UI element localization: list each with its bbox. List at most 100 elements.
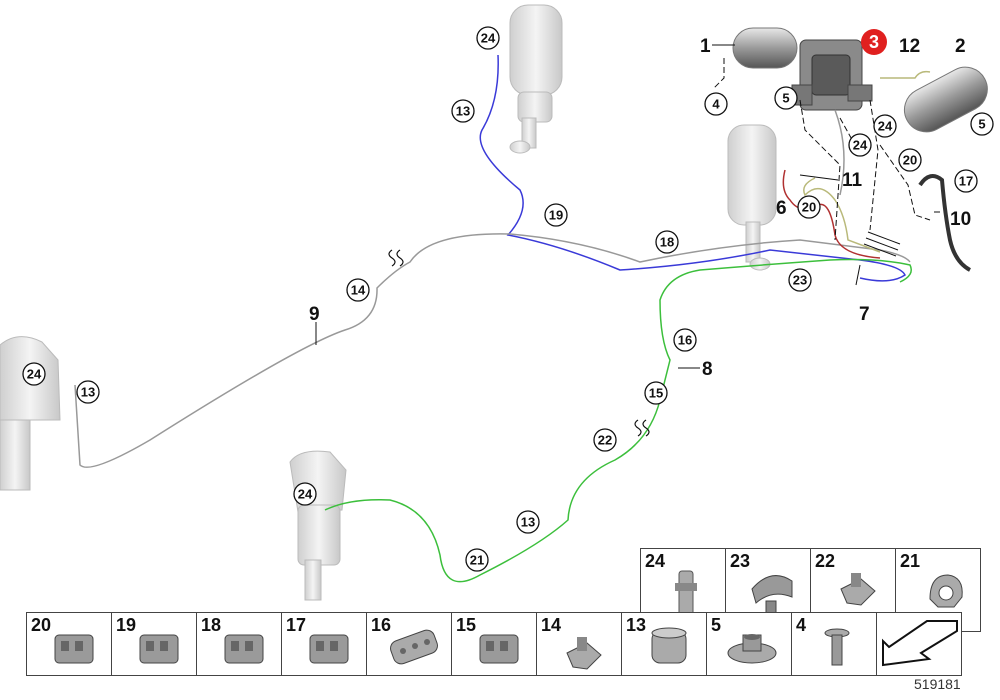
air-line-gray (74, 233, 911, 468)
callout-circle (544, 203, 568, 227)
legend-item-5[interactable]: 5 (706, 612, 792, 676)
bracket-icon (566, 637, 602, 670)
callout-number: 13 (521, 515, 535, 530)
legend-item-19[interactable]: 19 (111, 612, 197, 676)
bundle-lines (863, 231, 901, 257)
callout-number: 5 (782, 91, 789, 106)
part-label-7[interactable]: 7 (859, 304, 870, 325)
legend-item-number: 16 (371, 615, 392, 635)
holder-icon (139, 634, 179, 664)
callout-24[interactable]: 24 (848, 133, 872, 157)
callout-circle (293, 482, 317, 506)
legend-item-number: 19 (116, 615, 137, 635)
callout-number: 24 (27, 367, 42, 382)
part-label-12[interactable]: 12 (899, 36, 920, 57)
callout-number: 24 (878, 119, 893, 134)
callout-22[interactable]: 22 (593, 428, 617, 452)
legend-item-14[interactable]: 14 (536, 612, 622, 676)
callout-19[interactable]: 19 (544, 203, 568, 227)
callout-24[interactable]: 24 (22, 362, 46, 386)
highlighted-part-badge[interactable]: 3 (861, 29, 887, 55)
callout-24[interactable]: 24 (293, 482, 317, 506)
part-label-6[interactable]: 6 (776, 198, 787, 219)
callout-21[interactable]: 21 (465, 548, 489, 572)
callout-23[interactable]: 23 (788, 268, 812, 292)
callout-circle (655, 230, 679, 254)
callout-circle (465, 548, 489, 572)
callout-20[interactable]: 20 (898, 148, 922, 172)
part-label-1[interactable]: 1 (700, 36, 711, 57)
callout-circle (673, 328, 697, 352)
legend-item-number: 22 (815, 551, 836, 571)
part-label-10[interactable]: 10 (950, 209, 971, 230)
callout-circle (22, 362, 46, 386)
compressor-unit (791, 39, 873, 111)
legend-item-18[interactable]: 18 (196, 612, 282, 676)
air-tank-2 (903, 66, 988, 133)
callout-number: 5 (978, 117, 985, 132)
callout-16[interactable]: 16 (673, 328, 697, 352)
callout-circle (76, 380, 100, 404)
nut-icon (727, 634, 777, 664)
legend-item-20[interactable]: 20 (26, 612, 112, 676)
callout-13[interactable]: 13 (451, 99, 475, 123)
air-line-green (324, 258, 912, 583)
callout-circle (774, 86, 798, 110)
legend-item-number: 20 (31, 615, 52, 635)
callout-4[interactable]: 4 (704, 92, 728, 116)
callout-20[interactable]: 20 (797, 195, 821, 219)
legend-item-13[interactable]: 13 (621, 612, 707, 676)
clamp-icon (929, 574, 963, 608)
legend-item-17[interactable]: 17 (281, 612, 367, 676)
callout-number: 13 (456, 104, 470, 119)
part-label-9[interactable]: 9 (309, 304, 320, 325)
label-group: 1 12 2 11 6 10 9 7 8 (309, 36, 971, 380)
part-label-11[interactable]: 11 (842, 170, 863, 191)
legend-item-number: 5 (711, 615, 722, 635)
leader-lines (315, 44, 940, 369)
callout-circle (451, 99, 475, 123)
callout-circle (516, 510, 540, 534)
part-label-8[interactable]: 8 (702, 359, 713, 380)
callout-number: 16 (678, 333, 692, 348)
callout-circle (848, 133, 872, 157)
cap-icon (651, 627, 687, 664)
air-strut-front-left (0, 336, 61, 491)
air-line-olive (803, 177, 881, 253)
air-strut-rear-left (509, 4, 563, 154)
vent-hose (918, 174, 972, 272)
holder-icon (224, 634, 264, 664)
legend-item-4[interactable]: 4 (791, 612, 877, 676)
callout-5[interactable]: 5 (970, 112, 994, 136)
callout-number: 24 (481, 31, 496, 46)
bracket-icon (840, 573, 876, 606)
holder-icon (54, 634, 94, 664)
callout-24[interactable]: 24 (476, 26, 500, 50)
legend-item-15[interactable]: 15 (451, 612, 537, 676)
legend-item-number: 14 (541, 615, 562, 635)
callout-number: 4 (712, 97, 720, 112)
callout-circle (954, 169, 978, 193)
air-line-compressor (834, 109, 845, 196)
callout-24[interactable]: 24 (873, 114, 897, 138)
callout-15[interactable]: 15 (644, 381, 668, 405)
callout-18[interactable]: 18 (655, 230, 679, 254)
legend-item-16[interactable]: 16 (366, 612, 452, 676)
callout-17[interactable]: 17 (954, 169, 978, 193)
multi-clip-icon (390, 629, 438, 665)
callout-13[interactable]: 13 (516, 510, 540, 534)
legend-item-number: 13 (626, 615, 647, 635)
holder-icon (479, 634, 519, 664)
callout-5[interactable]: 5 (774, 86, 798, 110)
callout-circle (346, 278, 370, 302)
callout-number: 17 (959, 174, 973, 189)
callout-number: 22 (598, 433, 612, 448)
part-label-2[interactable]: 2 (955, 36, 966, 57)
air-line-tank2 (880, 70, 931, 79)
callout-13[interactable]: 13 (76, 380, 100, 404)
line-break-symbol (388, 249, 650, 437)
air-line-blue (479, 54, 906, 282)
callout-14[interactable]: 14 (346, 278, 370, 302)
